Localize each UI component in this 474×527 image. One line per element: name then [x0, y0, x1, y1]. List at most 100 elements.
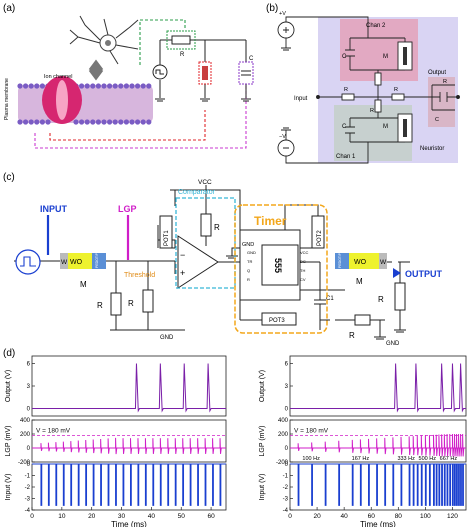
pot1-label: POT1 [164, 230, 170, 246]
frequency-label: 500 Hz [419, 456, 437, 462]
y-tick-label: -3 [283, 497, 289, 503]
chip-pin-label: Q [247, 268, 250, 273]
lipid-head [90, 83, 96, 89]
lipid-head [23, 83, 29, 89]
input-trace [32, 463, 226, 506]
lipid-head [17, 83, 23, 89]
x-tick-label: 100 [420, 513, 431, 520]
lipid-head [34, 83, 40, 89]
pulse-source-icon [15, 249, 41, 275]
r0-label: R [214, 223, 220, 232]
chan2-label: Chan 2 [366, 23, 386, 29]
lipid-head [45, 119, 51, 125]
x-tick-label: 60 [368, 513, 376, 520]
lipid-head [140, 119, 146, 125]
rth-resistor [142, 289, 154, 313]
membrane-label: Plasma membrane [4, 78, 10, 120]
vcc-label: VCC [198, 179, 212, 186]
input-axis-label: Input (V) [5, 474, 12, 501]
output-trace [290, 363, 466, 413]
lipid-head [146, 119, 152, 125]
ion-channel-label: Ion channel [44, 74, 72, 80]
lgp-trace [32, 437, 226, 455]
gnd-label: GND [160, 335, 174, 341]
timer-gnd-label: GND [242, 242, 254, 248]
chip-pin-label: GND [247, 250, 256, 255]
lgp-label: LGP [118, 204, 137, 214]
lipid-head [107, 83, 113, 89]
lipid-head [28, 83, 34, 89]
chip-pin-label: VCC [300, 250, 309, 255]
lipid-head [84, 83, 90, 89]
rv-label: R [349, 331, 355, 340]
y-tick-label: 3 [27, 384, 31, 390]
frequency-label: 333 Hz [397, 456, 415, 462]
svg-text:WO: WO [70, 259, 83, 266]
chip-pin-label: DC [300, 259, 306, 264]
y-tick-label: 200 [278, 432, 289, 438]
y-tick-label: 200 [20, 432, 31, 438]
y-tick-label: 0 [27, 462, 31, 468]
lipid-head [73, 119, 79, 125]
pot1-resistor [159, 215, 173, 249]
y-tick-label: -4 [25, 508, 31, 514]
y-tick-label: 6 [285, 362, 289, 368]
input-plot-frame [31, 463, 227, 511]
x-tick-label: 50 [178, 513, 186, 520]
panel-label-a: (a) [3, 3, 15, 14]
lipid-head [135, 119, 141, 125]
output-plot-frame [289, 355, 467, 417]
r1-label: R [344, 87, 348, 93]
y-tick-label: 0 [285, 462, 289, 468]
lipid-head [17, 119, 23, 125]
x-tick-label: 10 [58, 513, 66, 520]
panel-a-capacitor-label: C [249, 56, 254, 62]
c1-label: C [342, 124, 347, 130]
device-m1: W WO PEDOT:PSS [60, 248, 106, 269]
lipid-head [101, 83, 107, 89]
timer-label: Timer [254, 214, 287, 228]
magenta-callout-line [34, 80, 247, 149]
r2-resistor [110, 292, 122, 316]
threshold-value-label: V = 180 mV [294, 427, 329, 434]
lipid-head [28, 119, 34, 125]
lgp-trace [290, 433, 466, 457]
x-tick-label: 60 [207, 513, 215, 520]
lipid-head [135, 83, 141, 89]
m2-device-label: M [356, 277, 363, 286]
gnd-label-right: GND [386, 341, 400, 347]
output-axis-label: Output (V) [5, 370, 12, 402]
device-m2: PEDOT:PSS WO W [335, 248, 387, 269]
r0-resistor [200, 213, 212, 237]
x-tick-label: 20 [88, 513, 96, 520]
y-tick-label: 6 [27, 362, 31, 368]
comparator-box [175, 197, 236, 289]
panel-c-circuit [14, 185, 410, 340]
threshold-value-label: V = 180 mV [36, 427, 71, 434]
pot3-resistor [261, 312, 297, 326]
y-tick-label: -200 [276, 460, 289, 466]
x-tick-label: 0 [30, 513, 34, 520]
input-axis-label: Input (V) [259, 474, 266, 501]
x-axis-label: Time (ms) [360, 520, 396, 527]
lipid-head [123, 119, 129, 125]
lipid-head [118, 83, 124, 89]
output-label: OUTPUT [405, 269, 443, 279]
y-tick-label: 0 [27, 407, 31, 413]
c1-cap-label: C1 [326, 296, 334, 302]
r3-label: R [378, 295, 384, 304]
rth-label: R [128, 299, 134, 308]
chip-label: 555 [273, 258, 283, 273]
y-tick-label: 400 [278, 418, 289, 424]
panel-label-c: (c) [3, 172, 15, 183]
lgp-axis-label: LGP (mV) [259, 426, 266, 457]
m1-device-label: M [80, 280, 87, 289]
threshold-label: Threshold [124, 272, 155, 279]
svg-text:W: W [61, 259, 68, 266]
x-tick-label: 30 [118, 513, 126, 520]
y-tick-label: -2 [283, 485, 289, 491]
green-callout-line [139, 19, 186, 65]
lipid-head [95, 83, 101, 89]
rl2-label: R [394, 87, 398, 93]
